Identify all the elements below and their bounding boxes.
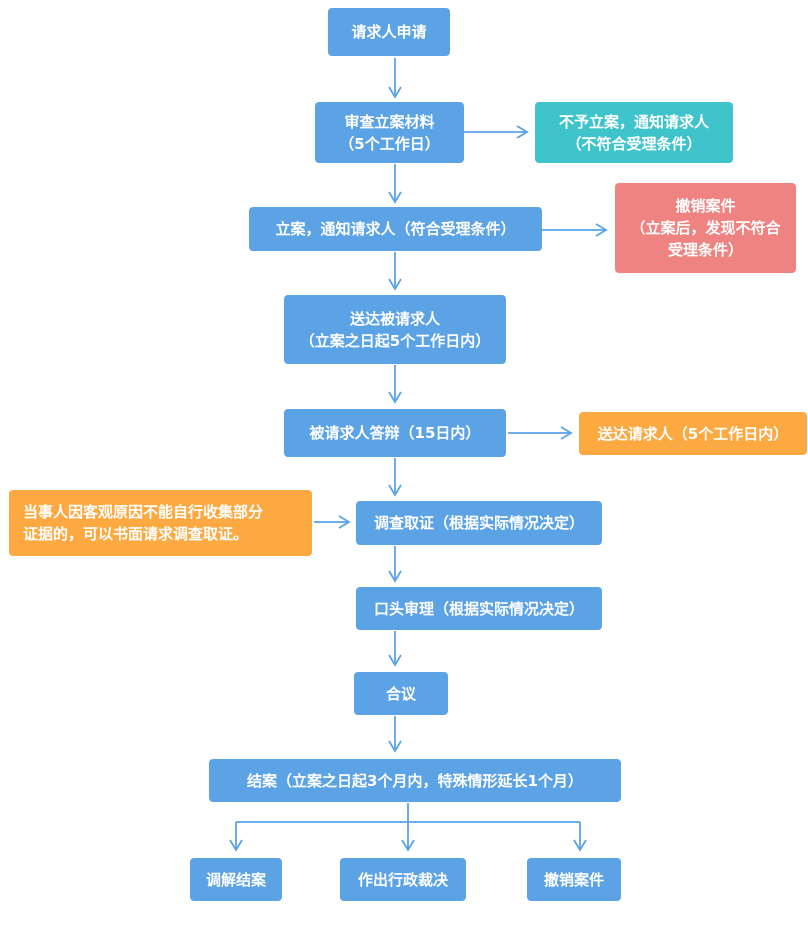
node-withdraw: 撤销案件 <box>527 858 621 901</box>
node-reply: 被请求人答辩（15日内） <box>284 409 506 457</box>
node-hearing: 口头审理（根据实际情况决定） <box>356 587 602 630</box>
node-review-label: 审查立案材料 <box>344 112 435 131</box>
node-deliver-sublabel: （立案之日起5个工作日内） <box>299 331 491 350</box>
node-accept: 立案，通知请求人（符合受理条件） <box>249 207 542 251</box>
node-evidence-note: 当事人因客观原因不能自行收集部分 证据的，可以书面请求调查取证。 <box>9 490 312 556</box>
node-apply: 请求人申请 <box>328 8 450 56</box>
node-decision: 作出行政裁决 <box>340 858 466 901</box>
node-review-sublabel: （5个工作日） <box>339 134 440 153</box>
node-close-label: 结案（立案之日起3个月内，特殊情形延长1个月） <box>247 771 583 790</box>
node-investigate-label: 调查取证（根据实际情况决定） <box>373 514 584 532</box>
node-mediation-label: 调解结案 <box>205 870 266 889</box>
node-revoke-label: 撤销案件 <box>675 197 736 215</box>
node-decision-label: 作出行政裁决 <box>357 870 448 889</box>
node-evidence-note-line-2: 证据的，可以书面请求调查取证。 <box>23 525 249 543</box>
node-close: 结案（立案之日起3个月内，特殊情形延长1个月） <box>209 759 621 802</box>
node-revoke-sublabel-2: 受理条件） <box>667 241 743 259</box>
node-apply-label: 请求人申请 <box>351 23 427 41</box>
node-withdraw-label: 撤销案件 <box>543 870 604 889</box>
node-reply-label: 被请求人答辩（15日内） <box>309 424 481 442</box>
node-accept-label: 立案，通知请求人（符合受理条件） <box>275 220 516 238</box>
node-deliberate: 合议 <box>354 672 448 715</box>
node-hearing-label: 口头审理（根据实际情况决定） <box>373 599 584 618</box>
node-mediation: 调解结案 <box>190 858 282 901</box>
node-revoke-sublabel-1: （立案后，发现不符合 <box>630 219 781 237</box>
node-deliver-requester: 送达请求人（5个工作日内） <box>579 412 807 455</box>
node-evidence-note-line-1: 当事人因客观原因不能自行收集部分 <box>23 503 264 521</box>
node-deliver-requester-label: 送达请求人（5个工作日内） <box>597 424 789 443</box>
node-revoke: 撤销案件 （立案后，发现不符合 受理条件） <box>615 183 796 273</box>
node-reject: 不予立案，通知请求人 （不符合受理条件） <box>535 102 733 163</box>
node-deliver: 送达被请求人 （立案之日起5个工作日内） <box>284 295 506 364</box>
node-reject-sublabel: （不符合受理条件） <box>566 134 702 153</box>
node-review: 审查立案材料 （5个工作日） <box>315 102 464 163</box>
node-deliver-label: 送达被请求人 <box>349 309 440 328</box>
node-reject-label: 不予立案，通知请求人 <box>558 112 709 131</box>
node-investigate: 调查取证（根据实际情况决定） <box>356 501 602 545</box>
node-deliberate-label: 合议 <box>385 684 416 703</box>
